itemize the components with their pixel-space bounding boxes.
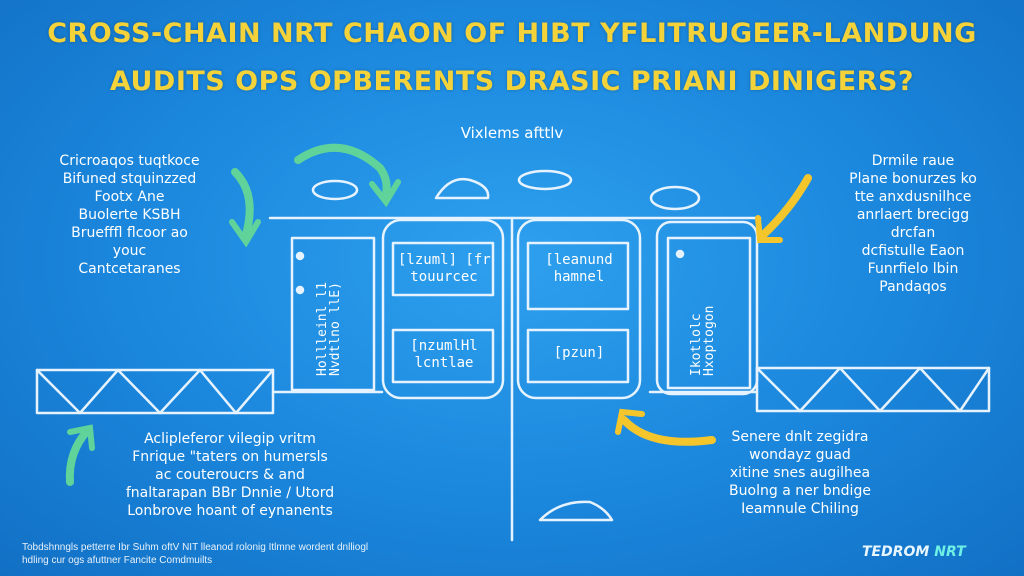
green-arrow-top-left-head xyxy=(229,219,261,248)
green-arrow-bottom-left-head xyxy=(67,424,95,451)
yellow-arrow-top-right-icon xyxy=(758,174,812,240)
note-bottom-left: Aclipleferor vilegip vritm Fnrique "tate… xyxy=(125,431,335,519)
right-truss xyxy=(648,366,991,413)
note-bottom-right: Senere dnlt zegidra wondayz guad xitine … xyxy=(729,429,871,517)
brand-accent: NRT xyxy=(934,544,966,560)
center-left-bottom-box-label: [nzumlHl lcntlae xyxy=(410,338,478,371)
vehicle-icon-top xyxy=(434,177,490,200)
yellow-arrow-top-right-head xyxy=(755,215,783,243)
right-vertical-box-label: Ikotlolc Hxoptogon xyxy=(689,305,717,376)
center-right-top-box xyxy=(526,241,630,311)
center-left-bottom-box xyxy=(391,328,495,384)
note-top-right: Drmile raue Plane bonurzes ko tte anxdus… xyxy=(849,153,977,295)
spine-node-right xyxy=(649,185,701,211)
diagram-caption: Vixlems afttlv xyxy=(460,124,564,142)
title-line-2: AUDITS OPS OPBERENTS DRASIC PRIANI DINIG… xyxy=(109,66,915,97)
center-left-panel xyxy=(381,218,505,400)
center-right-bottom-box-label: [pzun] xyxy=(553,345,605,361)
brand-name: TEDROM xyxy=(862,544,930,560)
green-arrow-top-left-icon xyxy=(231,168,254,242)
right-vertical-panel xyxy=(655,220,759,396)
footer-text: Tobdshnngls petterre Ibr Suhm oftV NIT l… xyxy=(22,542,369,566)
spine-node-mid xyxy=(517,169,573,191)
center-left-top-box xyxy=(391,241,495,297)
left-truss xyxy=(35,368,384,415)
left-vertical-box xyxy=(290,236,376,392)
yellow-arrow-bottom-right-icon xyxy=(620,416,716,446)
center-left-top-box-label: [lzuml] [fr touurcec xyxy=(398,252,491,285)
node-dot xyxy=(295,251,305,261)
center-right-panel xyxy=(516,218,642,400)
node-dot xyxy=(675,249,685,259)
center-right-top-box-label: [leanund hamnel xyxy=(545,252,613,285)
boat-icon xyxy=(538,500,614,522)
brand-logo: TEDROM NRT xyxy=(862,544,966,560)
note-top-left: Cricroaqos tuqtkoce Bifuned stquinzzed F… xyxy=(59,153,200,277)
left-vertical-box-label: Hollleinl l1 Nvdtlno llE) xyxy=(315,282,343,376)
spine-node-left xyxy=(311,179,359,201)
title-line-1: CROSS-CHAIN NRT CHAON OF HIBT YFLITRUGEE… xyxy=(47,18,977,49)
center-right-bottom-box xyxy=(526,328,630,384)
green-arrow-top-center-icon xyxy=(294,143,391,202)
green-arrow-bottom-left-icon xyxy=(65,426,92,486)
green-arrow-top-center-head xyxy=(369,179,401,208)
node-dot xyxy=(295,285,305,295)
right-vertical-box xyxy=(666,236,752,390)
yellow-arrow-bottom-right-head xyxy=(615,408,645,435)
